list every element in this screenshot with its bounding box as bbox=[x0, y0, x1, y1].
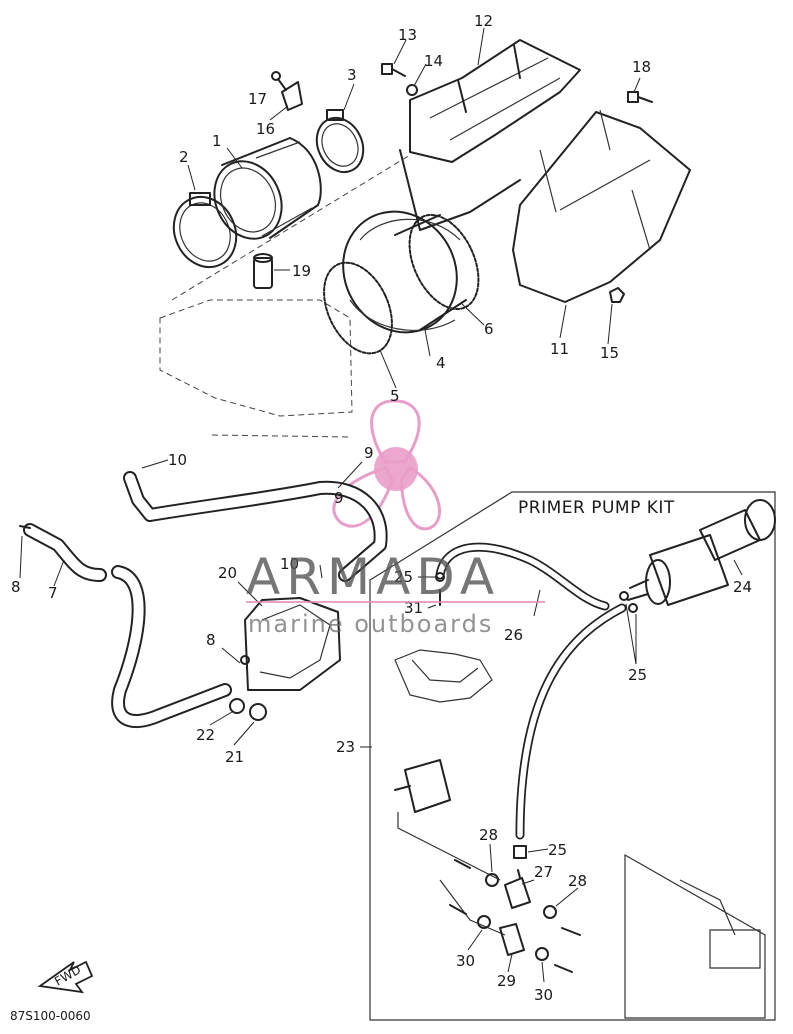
callout-10a: 10 bbox=[168, 451, 187, 469]
callout-31: 31 bbox=[404, 599, 423, 617]
part-13-bolt bbox=[381, 63, 406, 77]
callout-11: 11 bbox=[550, 340, 569, 358]
callout-17: 17 bbox=[248, 90, 267, 108]
callout-12: 12 bbox=[474, 12, 493, 30]
callout-27: 27 bbox=[534, 863, 553, 881]
part-11-silencer-cover bbox=[512, 109, 691, 303]
part-28-clips bbox=[485, 873, 557, 919]
part-12-silencer-case bbox=[399, 39, 581, 231]
callout-20: 20 bbox=[218, 564, 237, 582]
fwd-arrow-icon: FWD bbox=[37, 960, 94, 994]
callout-9b: 9 bbox=[334, 489, 344, 507]
callout-7: 7 bbox=[48, 584, 58, 602]
part-25-clips-pump bbox=[619, 591, 638, 613]
callout-5: 5 bbox=[390, 387, 400, 405]
callout-labels: 1 2 3 4 5 6 7 8 8 9 9 10 10 11 12 13 14 … bbox=[11, 12, 752, 1004]
callout-25-bottom: 25 bbox=[548, 841, 567, 859]
kit-valve-body bbox=[394, 759, 451, 813]
callout-28a: 28 bbox=[479, 826, 498, 844]
callout-10b: 10 bbox=[280, 555, 299, 573]
callout-25-pump: 25 bbox=[628, 666, 647, 684]
part-14-washer bbox=[406, 84, 418, 96]
part-17-screw bbox=[271, 71, 287, 91]
callout-8b: 8 bbox=[11, 578, 21, 596]
callout-13: 13 bbox=[398, 26, 417, 44]
callout-18: 18 bbox=[632, 58, 651, 76]
callout-16: 16 bbox=[256, 120, 275, 138]
kit-electrical-box bbox=[679, 879, 761, 969]
diagram-code: 87S100-0060 bbox=[10, 1009, 91, 1023]
callout-25-top: 25 bbox=[394, 568, 413, 586]
part-19-collar bbox=[253, 253, 273, 289]
callout-26: 26 bbox=[504, 626, 523, 644]
callout-2: 2 bbox=[179, 148, 189, 166]
watermark-brand: ARMADA bbox=[246, 548, 500, 606]
callout-30a: 30 bbox=[456, 952, 475, 970]
part-24-primer-pump bbox=[627, 499, 776, 606]
callout-22: 22 bbox=[196, 726, 215, 744]
callout-30b: 30 bbox=[534, 986, 553, 1004]
callout-19: 19 bbox=[292, 262, 311, 280]
callout-28b: 28 bbox=[568, 872, 587, 890]
part-5-seal bbox=[323, 261, 393, 355]
callout-23: 23 bbox=[336, 738, 355, 756]
part-20-fuel-pump bbox=[240, 597, 341, 691]
part-4-inlet bbox=[342, 210, 467, 334]
callout-4: 4 bbox=[436, 354, 446, 372]
part-22-plug bbox=[229, 698, 245, 714]
part-2-clamp bbox=[172, 192, 238, 269]
callout-3: 3 bbox=[347, 66, 357, 84]
callout-21: 21 bbox=[225, 748, 244, 766]
primer-pump-kit-frame bbox=[369, 491, 776, 1021]
callout-1: 1 bbox=[212, 132, 222, 150]
fuel-hoses bbox=[19, 471, 388, 728]
callout-9: 9 bbox=[364, 444, 374, 462]
part-18-bolt bbox=[627, 91, 653, 103]
callout-15: 15 bbox=[600, 344, 619, 362]
callout-14: 14 bbox=[424, 52, 443, 70]
part-27-joint bbox=[504, 869, 531, 909]
kit-tube-stubs bbox=[449, 859, 581, 973]
part-21-washer bbox=[249, 703, 267, 721]
part-25-clip-bottom bbox=[513, 845, 527, 859]
primer-tubes bbox=[435, 542, 627, 840]
leader-lines bbox=[19, 27, 743, 983]
part-3-clamp bbox=[315, 109, 365, 174]
callout-29: 29 bbox=[497, 972, 516, 990]
part-29-joint bbox=[499, 923, 525, 956]
primer-pump-kit-title: PRIMER PUMP KIT bbox=[518, 498, 675, 518]
part-30-clips bbox=[477, 915, 549, 961]
silencer-assembly bbox=[159, 39, 691, 438]
kit-bracket-outline bbox=[394, 649, 493, 703]
part-15-nut bbox=[609, 287, 625, 303]
callout-24: 24 bbox=[733, 578, 752, 596]
mounting-outline bbox=[159, 299, 353, 417]
part-1-joint bbox=[213, 137, 322, 240]
callout-8a: 8 bbox=[206, 631, 216, 649]
callout-6: 6 bbox=[484, 320, 494, 338]
watermark-tagline: marine outboards bbox=[248, 610, 493, 638]
watermark-propeller-logo bbox=[332, 399, 441, 531]
kit-detail-frame bbox=[624, 853, 766, 1019]
part-16-holder bbox=[281, 81, 303, 111]
